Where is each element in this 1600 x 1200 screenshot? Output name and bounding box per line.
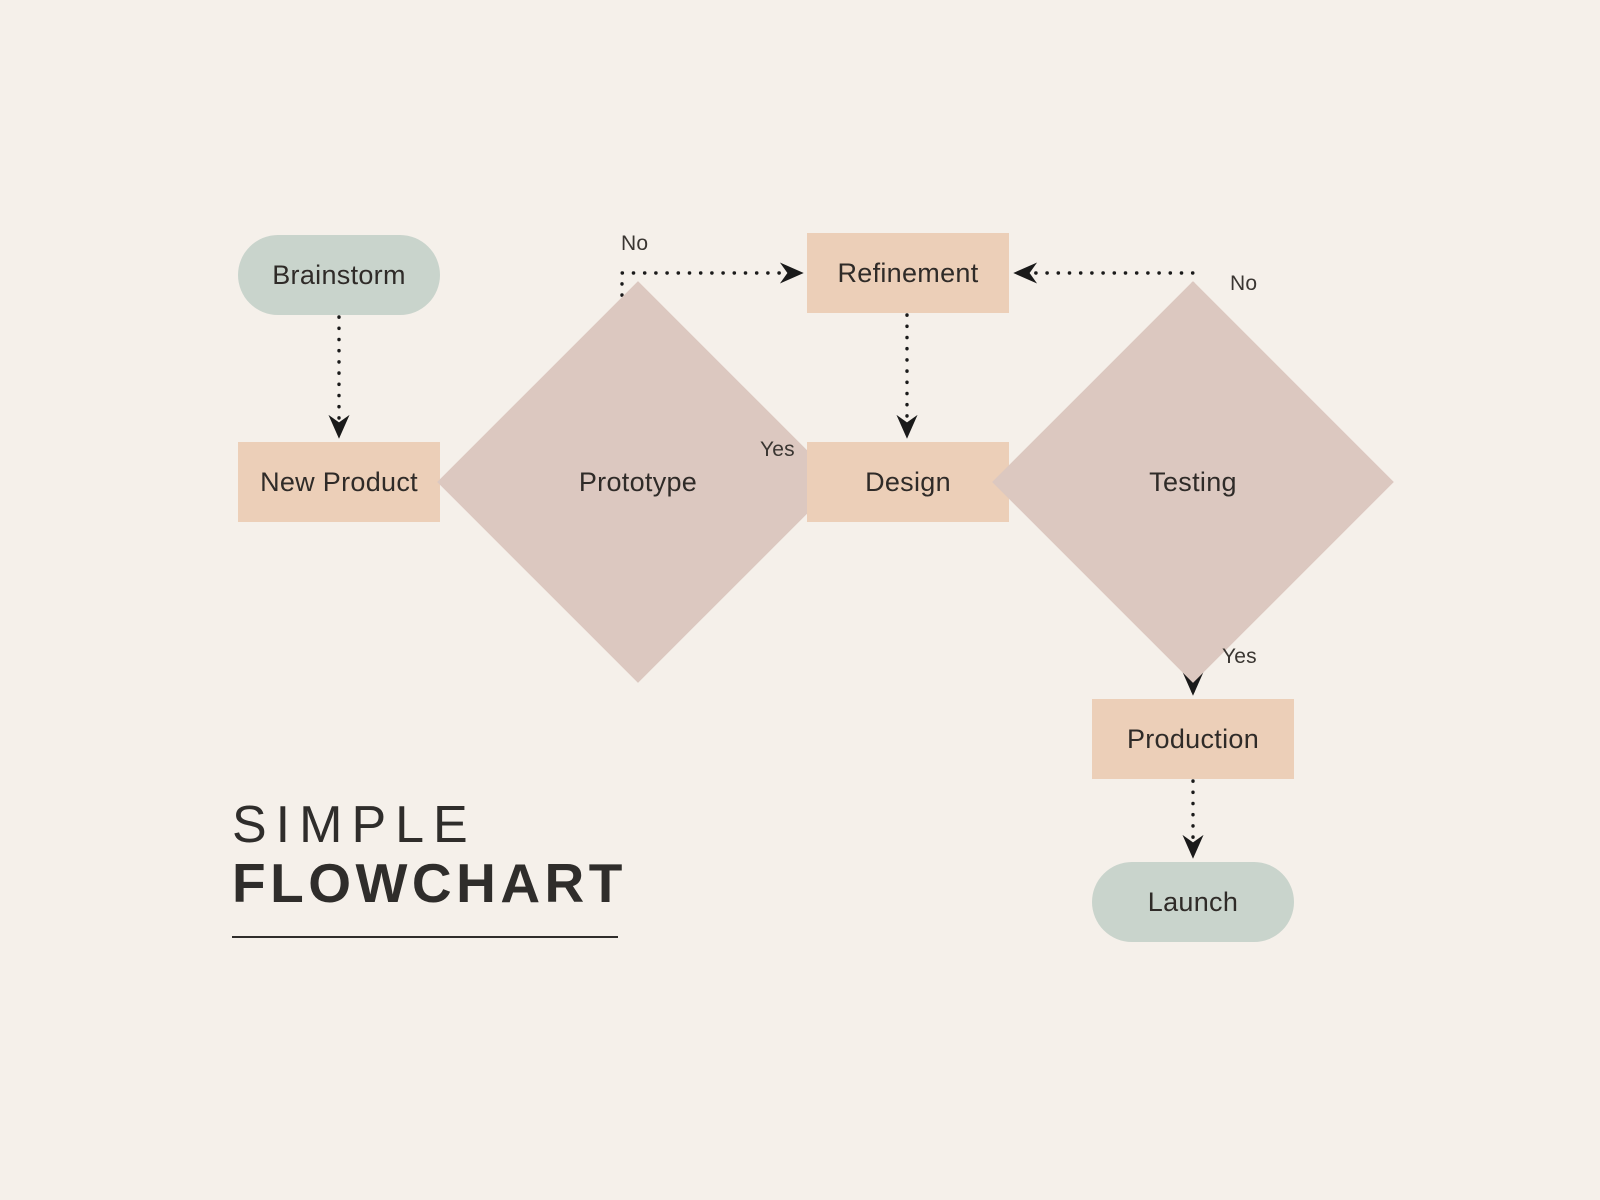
node-refinement-label: Refinement — [837, 257, 979, 288]
edge-label-testing-no: No — [1230, 272, 1258, 295]
node-new-product-label: New Product — [260, 466, 418, 497]
node-design[interactable]: Design — [807, 442, 1009, 522]
title-block: SIMPLE FLOWCHART — [232, 796, 662, 939]
node-launch-label: Launch — [1147, 886, 1239, 917]
node-launch[interactable]: Launch — [1092, 862, 1294, 942]
node-brainstorm-label: Brainstorm — [272, 259, 406, 290]
edge-label-prototype-no: No — [621, 232, 649, 255]
edge-label-testing-yes: Yes — [1222, 645, 1257, 668]
edge-label-prototype-yes: Yes — [760, 438, 795, 461]
title-line-flowchart: FLOWCHART — [232, 851, 627, 914]
node-production[interactable]: Production — [1092, 699, 1294, 779]
node-design-label: Design — [865, 466, 951, 497]
node-refinement[interactable]: Refinement — [807, 233, 1009, 313]
diamond-shape-testing — [992, 281, 1394, 683]
node-production-label: Production — [1126, 723, 1260, 754]
diamond-shape-prototype — [437, 281, 839, 683]
title-underline-rule — [232, 936, 618, 939]
node-brainstorm[interactable]: Brainstorm — [238, 235, 440, 315]
node-new-product[interactable]: New Product — [238, 442, 440, 522]
node-prototype[interactable]: Prototype — [437, 281, 839, 683]
node-testing[interactable]: Testing — [992, 281, 1394, 683]
title-line-simple: SIMPLE — [232, 796, 477, 854]
